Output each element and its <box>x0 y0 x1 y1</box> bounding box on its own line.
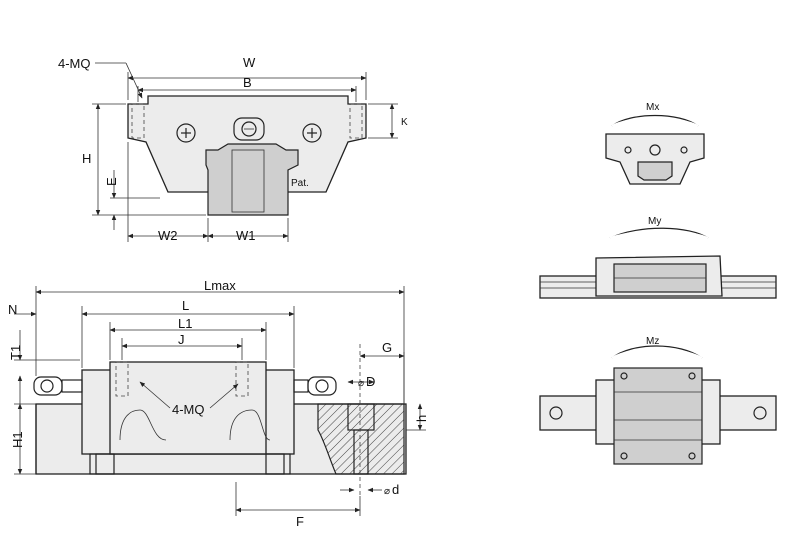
dim-g: G <box>382 340 392 355</box>
dim-f: F <box>296 514 304 529</box>
dim-k: K <box>401 117 408 128</box>
dim-h: H <box>82 151 91 166</box>
dim-w1: W1 <box>236 228 256 243</box>
dim-j: J <box>178 332 185 347</box>
left-screw-icon <box>176 123 196 143</box>
front-view: Pat. W B 4-MQ H E K W2 <box>58 55 408 243</box>
dim-h-small: h <box>414 415 429 422</box>
rail-section-hatch <box>317 403 405 475</box>
dim-d-hole: d <box>392 482 399 497</box>
label-my: My <box>648 216 661 227</box>
dim-w2: W2 <box>158 228 178 243</box>
grease-nipple-icon <box>233 117 265 141</box>
label-mz: Mz <box>646 336 659 347</box>
dim-l: L <box>182 298 189 313</box>
dim-w: W <box>243 55 256 70</box>
left-nipple-icon <box>33 376 83 396</box>
rail-profile <box>205 143 299 216</box>
dim-t1: T1 <box>8 345 23 360</box>
side-view: Lmax N L L1 J T1 H1 4-MQ G <box>8 278 429 529</box>
dim-e: E <box>104 177 119 186</box>
right-tapped-hole <box>349 103 363 139</box>
patent-label: Pat. <box>291 178 309 189</box>
label-4-mq-side: 4-MQ <box>172 402 205 417</box>
right-nipple-icon <box>293 376 337 396</box>
svg-text:⌀: ⌀ <box>384 486 390 497</box>
moment-mx-view: Mx <box>605 102 705 185</box>
right-screw-icon <box>302 123 322 143</box>
dim-n: N <box>8 302 17 317</box>
dim-d-counterbore: D <box>366 374 375 389</box>
dim-h1: H1 <box>10 431 25 448</box>
dim-b: B <box>243 75 252 90</box>
dim-l1: L1 <box>178 316 192 331</box>
rail-bolt-hole <box>231 149 265 213</box>
left-tapped-hole <box>131 103 145 139</box>
svg-text:⌀: ⌀ <box>358 378 364 389</box>
moment-mz-view: Mz <box>539 336 777 465</box>
label-mx: Mx <box>646 102 659 113</box>
moment-my-view: My <box>539 216 777 299</box>
dim-lmax: Lmax <box>204 278 236 293</box>
label-4-mq: 4-MQ <box>58 56 91 71</box>
